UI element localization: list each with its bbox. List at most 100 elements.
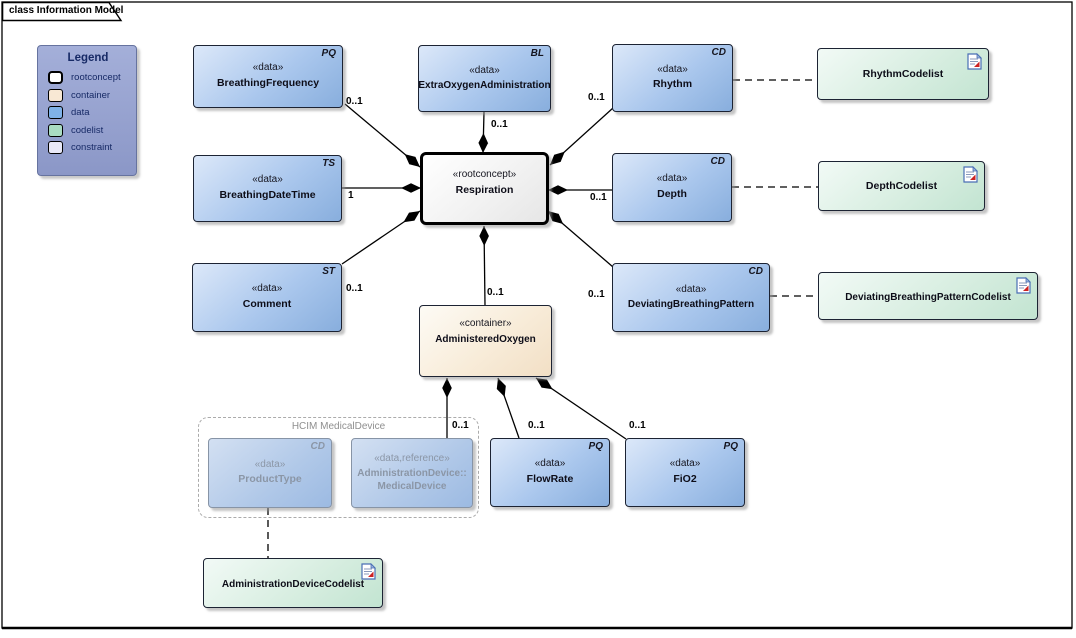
node-name: BreathingDateTime [219, 188, 316, 201]
node-administeredoxygen[interactable]: «container» AdministeredOxygen [419, 305, 552, 377]
node-name: Comment [242, 297, 292, 310]
stereotype: «container» [459, 318, 512, 329]
multiplicity-label: 0..1 [346, 96, 363, 107]
node-name: Respiration [455, 183, 514, 196]
node-extraoxygenadministration[interactable]: BL «data» ExtraOxygenAdministration [418, 45, 551, 112]
node-name: AdministrationDeviceCodelist [221, 578, 365, 590]
legend-item-container: container [48, 88, 128, 102]
node-comment[interactable]: ST «data» Comment [192, 263, 342, 332]
legend-item-data: data [48, 106, 128, 120]
stereotype: «data» [534, 458, 566, 470]
node-name: AdministeredOxygen [435, 333, 536, 345]
legend-item-label: rootconcept [71, 72, 121, 83]
type-code: CD [748, 266, 763, 277]
node-name: DepthCodelist [865, 180, 938, 193]
association-flowrate [496, 377, 520, 439]
association-administeredoxygen [479, 225, 489, 306]
legend: Legend rootconcept container data codeli… [37, 45, 137, 176]
association-comment [341, 210, 421, 265]
group-label: HCIM MedicalDevice [291, 421, 386, 432]
type-code: TS [322, 158, 335, 169]
type-code: BL [530, 48, 544, 59]
legend-item-label: constraint [71, 142, 113, 154]
legend-item-codelist: codelist [48, 123, 128, 137]
multiplicity-label: 0..1 [588, 289, 605, 300]
stereotype: «data» [252, 174, 283, 186]
node-deviatingbreathingpattern[interactable]: CD «data» DeviatingBreathingPattern [612, 263, 770, 332]
stereotype: «data» [669, 458, 701, 470]
node-name: ProductType [238, 473, 302, 486]
node-breathingdatetime[interactable]: TS «data» BreathingDateTime [193, 155, 342, 222]
association-rhythm [549, 107, 614, 166]
container-swatch-icon [48, 88, 63, 102]
document-icon [967, 53, 982, 70]
multiplicity-label: 0..1 [487, 287, 504, 298]
node-name: Rhythm [652, 78, 693, 91]
type-code: ST [322, 266, 335, 277]
legend-item-label: data [71, 107, 90, 119]
stereotype: «data» [254, 458, 286, 470]
multiplicity-label: 0..1 [491, 119, 508, 130]
node-fio2[interactable]: PQ «data» FiO2 [625, 438, 745, 507]
document-icon [963, 166, 978, 183]
type-code: CD [310, 441, 325, 452]
type-code: PQ [588, 441, 603, 452]
legend-title: Legend [67, 52, 109, 64]
node-name: BreathingFrequency [216, 76, 320, 89]
node-rhythmcodelist[interactable]: RhythmCodelist [817, 48, 989, 100]
stereotype: «data» [469, 64, 500, 76]
legend-item-label: codelist [71, 124, 104, 136]
document-icon [361, 563, 376, 580]
association-fio2 [535, 377, 627, 440]
node-producttype[interactable]: CD «data» ProductType [208, 438, 332, 508]
node-respiration[interactable]: «rootconcept» Respiration [420, 152, 549, 225]
multiplicity-label: 0..1 [346, 283, 363, 294]
node-name: ExtraOxygenAdministration [418, 80, 551, 92]
node-name: FiO2 [673, 472, 697, 485]
multiplicity-label: 0..1 [588, 92, 605, 103]
node-name-line1: AdministrationDevice:: [357, 468, 467, 480]
node-name-line2: MedicalDevice [377, 481, 447, 493]
node-name: RhythmCodelist [862, 68, 944, 81]
node-depth[interactable]: CD «data» Depth [612, 153, 732, 222]
node-administrationdevicecodelist[interactable]: AdministrationDeviceCodelist [203, 558, 383, 608]
diagram-tab-title: class Information Model [9, 5, 124, 16]
multiplicity-label: 0..1 [590, 192, 607, 203]
node-name: DeviatingBreathingPatternCodelist [845, 291, 1011, 303]
stereotype: «data» [656, 173, 688, 185]
node-deviatingbreathingpatterncodelist[interactable]: DeviatingBreathingPatternCodelist [818, 272, 1038, 320]
data-swatch-icon [48, 106, 63, 120]
legend-item-rootconcept: rootconcept [48, 71, 128, 84]
node-name: Depth [657, 187, 687, 200]
node-rhythm[interactable]: CD «data» Rhythm [612, 44, 733, 112]
type-code: PQ [321, 48, 336, 59]
type-code: CD [711, 47, 726, 58]
codelist-swatch-icon [48, 123, 63, 137]
node-medicaldevice[interactable]: «data,reference» AdministrationDevice:: … [351, 438, 473, 508]
stereotype: «data» [675, 283, 707, 295]
node-flowrate[interactable]: PQ «data» FlowRate [490, 438, 610, 507]
stereotype: «data» [252, 62, 284, 74]
document-icon [1016, 277, 1031, 294]
multiplicity-label: 0..1 [629, 420, 646, 431]
rootconcept-swatch-icon [48, 71, 63, 84]
multiplicity-label: 0..1 [452, 420, 469, 431]
constraint-swatch-icon [48, 141, 63, 155]
association-breathingfrequency [344, 103, 421, 168]
node-name: FlowRate [526, 472, 574, 485]
legend-item-label: container [71, 89, 111, 101]
association-deviatingpattern [547, 210, 614, 268]
node-breathingfrequency[interactable]: PQ «data» BreathingFrequency [193, 45, 343, 108]
type-code: CD [710, 156, 725, 167]
node-name: DeviatingBreathingPattern [627, 299, 755, 311]
multiplicity-label: 1 [348, 190, 354, 201]
type-code: PQ [723, 441, 738, 452]
node-depthcodelist[interactable]: DepthCodelist [818, 161, 985, 211]
stereotype: «data» [657, 63, 688, 75]
multiplicity-label: 0..1 [528, 420, 545, 431]
association-extraoxygen [478, 111, 489, 154]
stereotype: «rootconcept» [452, 169, 517, 180]
stereotype: «data» [251, 283, 283, 295]
stereotype: «data,reference» [374, 452, 450, 464]
